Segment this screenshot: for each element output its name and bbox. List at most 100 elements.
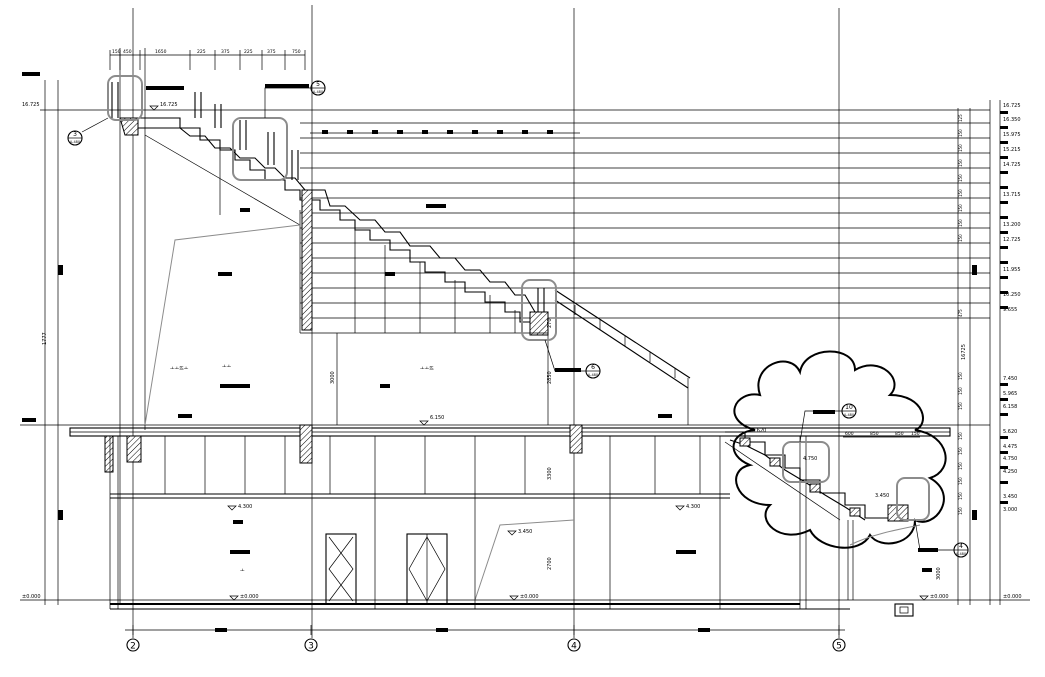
svg-text:3: 3 bbox=[73, 131, 77, 138]
callout-10[interactable]: 10 A-480 bbox=[841, 403, 857, 419]
grid-label: 3 bbox=[308, 642, 314, 652]
lower-right-stair bbox=[724, 431, 921, 617]
svg-text:150: 150 bbox=[958, 507, 963, 515]
svg-text:150: 150 bbox=[958, 477, 963, 485]
svg-text:150: 150 bbox=[958, 402, 963, 410]
room-labels: ㅗㅗ뜨ㅗ ㅗㅗ뜨 ㅗㅗ ㅗ bbox=[170, 364, 434, 574]
upper-strip-ticks bbox=[322, 130, 553, 134]
svg-text:270: 270 bbox=[547, 318, 553, 328]
stair-risers bbox=[219, 150, 516, 333]
svg-text:3300: 3300 bbox=[547, 467, 553, 480]
grid-bubble-2: 2 bbox=[126, 638, 140, 652]
svg-text:10: 10 bbox=[845, 404, 853, 411]
svg-text:4: 4 bbox=[959, 543, 963, 550]
svg-text:6: 6 bbox=[591, 364, 595, 371]
svg-text:13.200: 13.200 bbox=[1003, 222, 1021, 228]
svg-text:150: 150 bbox=[958, 189, 963, 197]
svg-text:16.725: 16.725 bbox=[1003, 103, 1021, 109]
room-label: ㅗㅗ bbox=[222, 364, 232, 370]
label-tags bbox=[146, 84, 938, 632]
svg-text:600: 600 bbox=[845, 431, 854, 437]
floor-slabs bbox=[69, 424, 951, 610]
callout-3[interactable]: 3 A-480 bbox=[67, 130, 83, 146]
svg-text:A-480: A-480 bbox=[956, 552, 966, 556]
door-double bbox=[406, 533, 448, 605]
svg-text:125: 125 bbox=[958, 114, 963, 122]
svg-text:150: 150 bbox=[958, 144, 963, 152]
dim-text: 750 bbox=[292, 49, 301, 55]
svg-text:150: 150 bbox=[958, 204, 963, 212]
svg-text:12.725: 12.725 bbox=[1003, 237, 1021, 243]
dim-text: 225 bbox=[244, 49, 253, 55]
svg-text:150: 150 bbox=[958, 129, 963, 137]
svg-text:4.750: 4.750 bbox=[1003, 456, 1017, 462]
svg-text:850: 850 bbox=[895, 431, 904, 437]
upper-stair-steps bbox=[111, 82, 549, 336]
callout-5[interactable]: 5 A-480 bbox=[310, 80, 326, 96]
right-level-markers bbox=[972, 111, 1008, 520]
dim-text: 16725 bbox=[961, 344, 967, 360]
grid-label: 5 bbox=[836, 642, 842, 652]
svg-text:3000: 3000 bbox=[330, 371, 336, 384]
right-dimension-chain: 16725 bbox=[957, 100, 1001, 605]
svg-text:14.725: 14.725 bbox=[1003, 162, 1021, 168]
grid-bubble-3: 3 bbox=[304, 638, 318, 652]
svg-text:150: 150 bbox=[958, 462, 963, 470]
svg-text:3000: 3000 bbox=[936, 567, 942, 580]
svg-text:5.965: 5.965 bbox=[1003, 391, 1017, 397]
svg-text:150: 150 bbox=[958, 447, 963, 455]
detail-highlights bbox=[107, 75, 930, 521]
dim-text: 450 bbox=[123, 49, 132, 55]
svg-text:6.150: 6.150 bbox=[430, 415, 444, 421]
svg-text:A-480: A-480 bbox=[844, 413, 854, 417]
svg-text:±0.000: ±0.000 bbox=[520, 594, 539, 600]
dim-text: 225 bbox=[197, 49, 206, 55]
svg-text:150: 150 bbox=[958, 372, 963, 380]
svg-text:2700: 2700 bbox=[547, 557, 553, 570]
svg-text:5.620: 5.620 bbox=[1003, 429, 1017, 435]
svg-text:16.725: 16.725 bbox=[160, 102, 178, 108]
svg-text:4.475: 4.475 bbox=[1003, 444, 1017, 450]
vertical-dims: 3000 2850 3300 2700 270 3000 bbox=[330, 318, 942, 580]
room-label: ㅗㅗ뜨 bbox=[420, 366, 434, 372]
callout-4[interactable]: 4 A-480 bbox=[953, 542, 969, 558]
bottom-dimension-row bbox=[125, 625, 845, 635]
svg-text:15.975: 15.975 bbox=[1003, 132, 1021, 138]
stair-structure bbox=[144, 134, 691, 601]
level-lines bbox=[20, 109, 1030, 601]
svg-text:4.750: 4.750 bbox=[803, 456, 817, 462]
svg-text:6.158: 6.158 bbox=[1003, 404, 1017, 410]
svg-text:±0.000: ±0.000 bbox=[1003, 594, 1022, 600]
grid-lines bbox=[119, 5, 840, 638]
svg-text:15.215: 15.215 bbox=[1003, 147, 1021, 153]
dim-text: 1650 bbox=[155, 49, 167, 55]
svg-text:150: 150 bbox=[958, 159, 963, 167]
svg-text:5.620: 5.620 bbox=[752, 428, 766, 434]
right-step-dims: 125 150 150 150 150 150 150 150 150 475 … bbox=[958, 114, 963, 515]
dim-text: 1777 bbox=[42, 332, 48, 345]
curtain-wall-mullions bbox=[164, 436, 721, 609]
grid-bubble-5: 5 bbox=[832, 638, 846, 652]
level-marks: 16.725 6.150 4.300 4.300 3.450 ±0.000 ±0… bbox=[149, 102, 949, 601]
svg-text:5: 5 bbox=[316, 81, 320, 88]
svg-text:150: 150 bbox=[958, 492, 963, 500]
svg-text:10.250: 10.250 bbox=[1003, 292, 1021, 298]
svg-text:13.715: 13.715 bbox=[1003, 192, 1021, 198]
svg-text:A-480: A-480 bbox=[313, 90, 323, 94]
room-label: ㅗ bbox=[240, 568, 245, 574]
room-label: ㅗㅗ뜨ㅗ bbox=[170, 366, 189, 372]
grid-label: 4 bbox=[571, 642, 577, 652]
svg-text:7.450: 7.450 bbox=[1003, 376, 1017, 382]
svg-text:150: 150 bbox=[958, 432, 963, 440]
svg-text:±0.000: ±0.000 bbox=[930, 594, 949, 600]
door-left bbox=[325, 533, 357, 605]
svg-text:±0.000: ±0.000 bbox=[240, 594, 259, 600]
svg-text:150: 150 bbox=[911, 431, 920, 437]
grid-bubble-4: 4 bbox=[567, 638, 581, 652]
svg-text:2850: 2850 bbox=[547, 371, 553, 384]
dim-text: 375 bbox=[267, 49, 276, 55]
svg-text:850: 850 bbox=[870, 431, 879, 437]
callout-6[interactable]: 6 A-480 bbox=[585, 363, 601, 379]
level-text: 16.725 bbox=[22, 102, 40, 108]
